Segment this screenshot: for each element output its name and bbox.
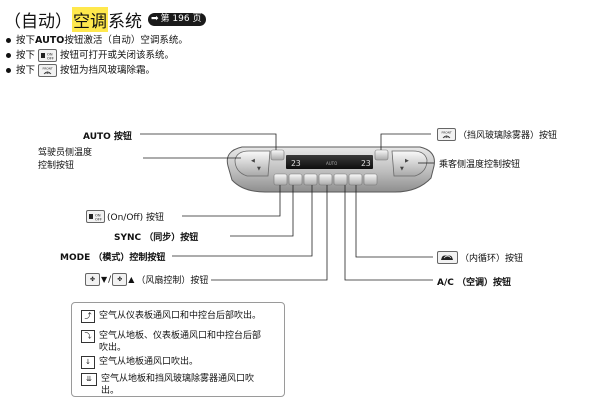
driver-temp-callout: 驾驶员侧温度 控制按钮 [38,148,93,171]
svg-text:◀: ◀ [251,158,255,164]
display-right-temp: 23 [361,159,371,168]
bilevel-mode-icon: ⤵ [81,330,95,343]
fan-up-icon: ▲ [128,275,135,284]
svg-text:FRONT: FRONT [442,131,452,135]
display-left-temp: 23 [291,159,301,168]
mode-button-callout: MODE （模式）控制按钮 [60,253,166,263]
vent-mode-icon: ⤴ [81,310,95,323]
svg-text:FRONT: FRONT [43,67,53,71]
svg-text:OFF: OFF [47,57,54,61]
airflow-mode-legend: ⤴ 空气从仪表板通风口和中控台后部吹出。 ⤵ 空气从地板、仪表板通风口和中控台后… [71,302,285,397]
recirc-button-callout: （内循环）按钮 [437,251,523,264]
svg-text:OFF: OFF [95,218,102,222]
passenger-temp-rocker [391,150,428,177]
floor-mode-icon: ↓ [81,356,95,369]
legend-item: ⇊ 空气从地板和挡风玻璃除雾器通风口吹出。 [81,373,271,397]
list-item: 按下 FRONT 按钮为挡风玻璃除霜。 [6,63,188,78]
title-suffix: 系统 [108,11,142,32]
display-mode: AUTO [326,161,337,166]
title-prefix: （自动） [4,11,72,32]
driver-temp-rocker [234,150,271,177]
bullet-icon [6,38,11,43]
svg-text:▼: ▼ [257,166,261,172]
ac-button-callout: A/C （空调）按钮 [437,278,511,288]
legend-item: ⤵ 空气从地板、仪表板通风口和中控台后部吹出。 [81,330,269,354]
defrost-button-callout: FRONT （挡风玻璃除雾器）按钮 [437,128,557,141]
svg-text:ON: ON [95,214,101,218]
svg-text:ON: ON [47,53,53,57]
bullet-icon [6,53,11,58]
recirculation-car-icon [437,251,458,264]
section-title: （自动） 空调 系统 ➡ 第 196 页 [4,6,207,32]
sync-button-callout: SYNC （同步）按钮 [114,233,199,243]
legend-item: ↓ 空气从地板通风口吹出。 [81,356,269,369]
auto-key-label: AUTO [35,35,65,46]
display-screen [286,155,373,169]
page-ref-link[interactable]: ➡ 第 196 页 [148,12,207,26]
arrow-right-icon: ➡ [151,13,159,24]
floor-defrost-mode-icon: ⇊ [81,373,97,386]
front-defrost-icon: FRONT [437,128,456,141]
legend-item: ⤴ 空气从仪表板通风口和中控台后部吹出。 [81,310,269,323]
list-item: 按下 AUTO 按钮激活（自动）空调系统。 [6,33,188,48]
lower-button-row [273,173,378,186]
fan-icon: ✤ [85,273,100,286]
auto-button-shape [270,149,285,161]
page-ref-label: 第 196 页 [160,13,202,24]
auto-button-callout: AUTO 按钮 [83,132,132,142]
svg-text:▶: ▶ [405,158,409,164]
bullet-icon [6,68,11,73]
callout-lines [140,133,434,281]
fan-icon: ✤ [112,273,128,286]
svg-text:▼: ▼ [400,166,404,172]
title-highlight: 空调 [72,6,108,32]
fan-down-icon: ▼ [101,275,108,284]
fan-button-callout: ✤ ▼ / ✤ ▲ （风扇控制）按钮 [85,273,208,286]
front-defrost-icon: FRONT [38,64,58,77]
defrost-button-shape [374,149,389,161]
passenger-temp-callout: 乘客侧温度控制按钮 [439,160,521,170]
